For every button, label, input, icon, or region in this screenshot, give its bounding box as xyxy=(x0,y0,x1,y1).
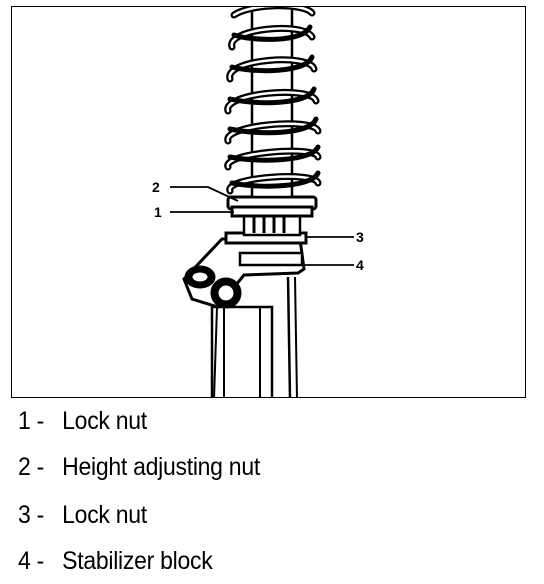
legend-number: 2 - xyxy=(18,452,45,481)
legend-item: 3 - Lock nut xyxy=(18,498,147,532)
callout-1: 1 xyxy=(154,204,162,220)
legend-item: 1 - Lock nut xyxy=(18,404,147,438)
callout-2: 2 xyxy=(152,179,160,195)
legend-label: Height adjusting nut xyxy=(62,452,260,481)
lock-nut-upper xyxy=(230,205,314,218)
legend-label: Lock nut xyxy=(62,500,147,529)
legend-number: 3 - xyxy=(18,500,45,529)
strut-diagram: 2 1 3 4 xyxy=(152,7,364,397)
leader-lines xyxy=(170,186,354,266)
callout-4: 4 xyxy=(356,257,364,273)
strut-diagram-frame: 2 1 3 4 xyxy=(11,6,526,398)
legend-item: 4 - Stabilizer block xyxy=(18,544,213,578)
legend-number: 4 - xyxy=(18,546,45,575)
legend-number: 1 - xyxy=(18,406,45,435)
stabilizer-bracket xyxy=(182,237,306,309)
threaded-sleeve xyxy=(242,211,302,237)
callout-3: 3 xyxy=(356,229,364,245)
legend-item: 2 - Height adjusting nut xyxy=(18,450,260,484)
damper-body xyxy=(210,276,298,397)
coil-spring xyxy=(224,7,322,195)
leader-line-2 xyxy=(170,186,239,202)
legend-label: Stabilizer block xyxy=(62,546,213,575)
legend-label: Lock nut xyxy=(62,406,147,435)
